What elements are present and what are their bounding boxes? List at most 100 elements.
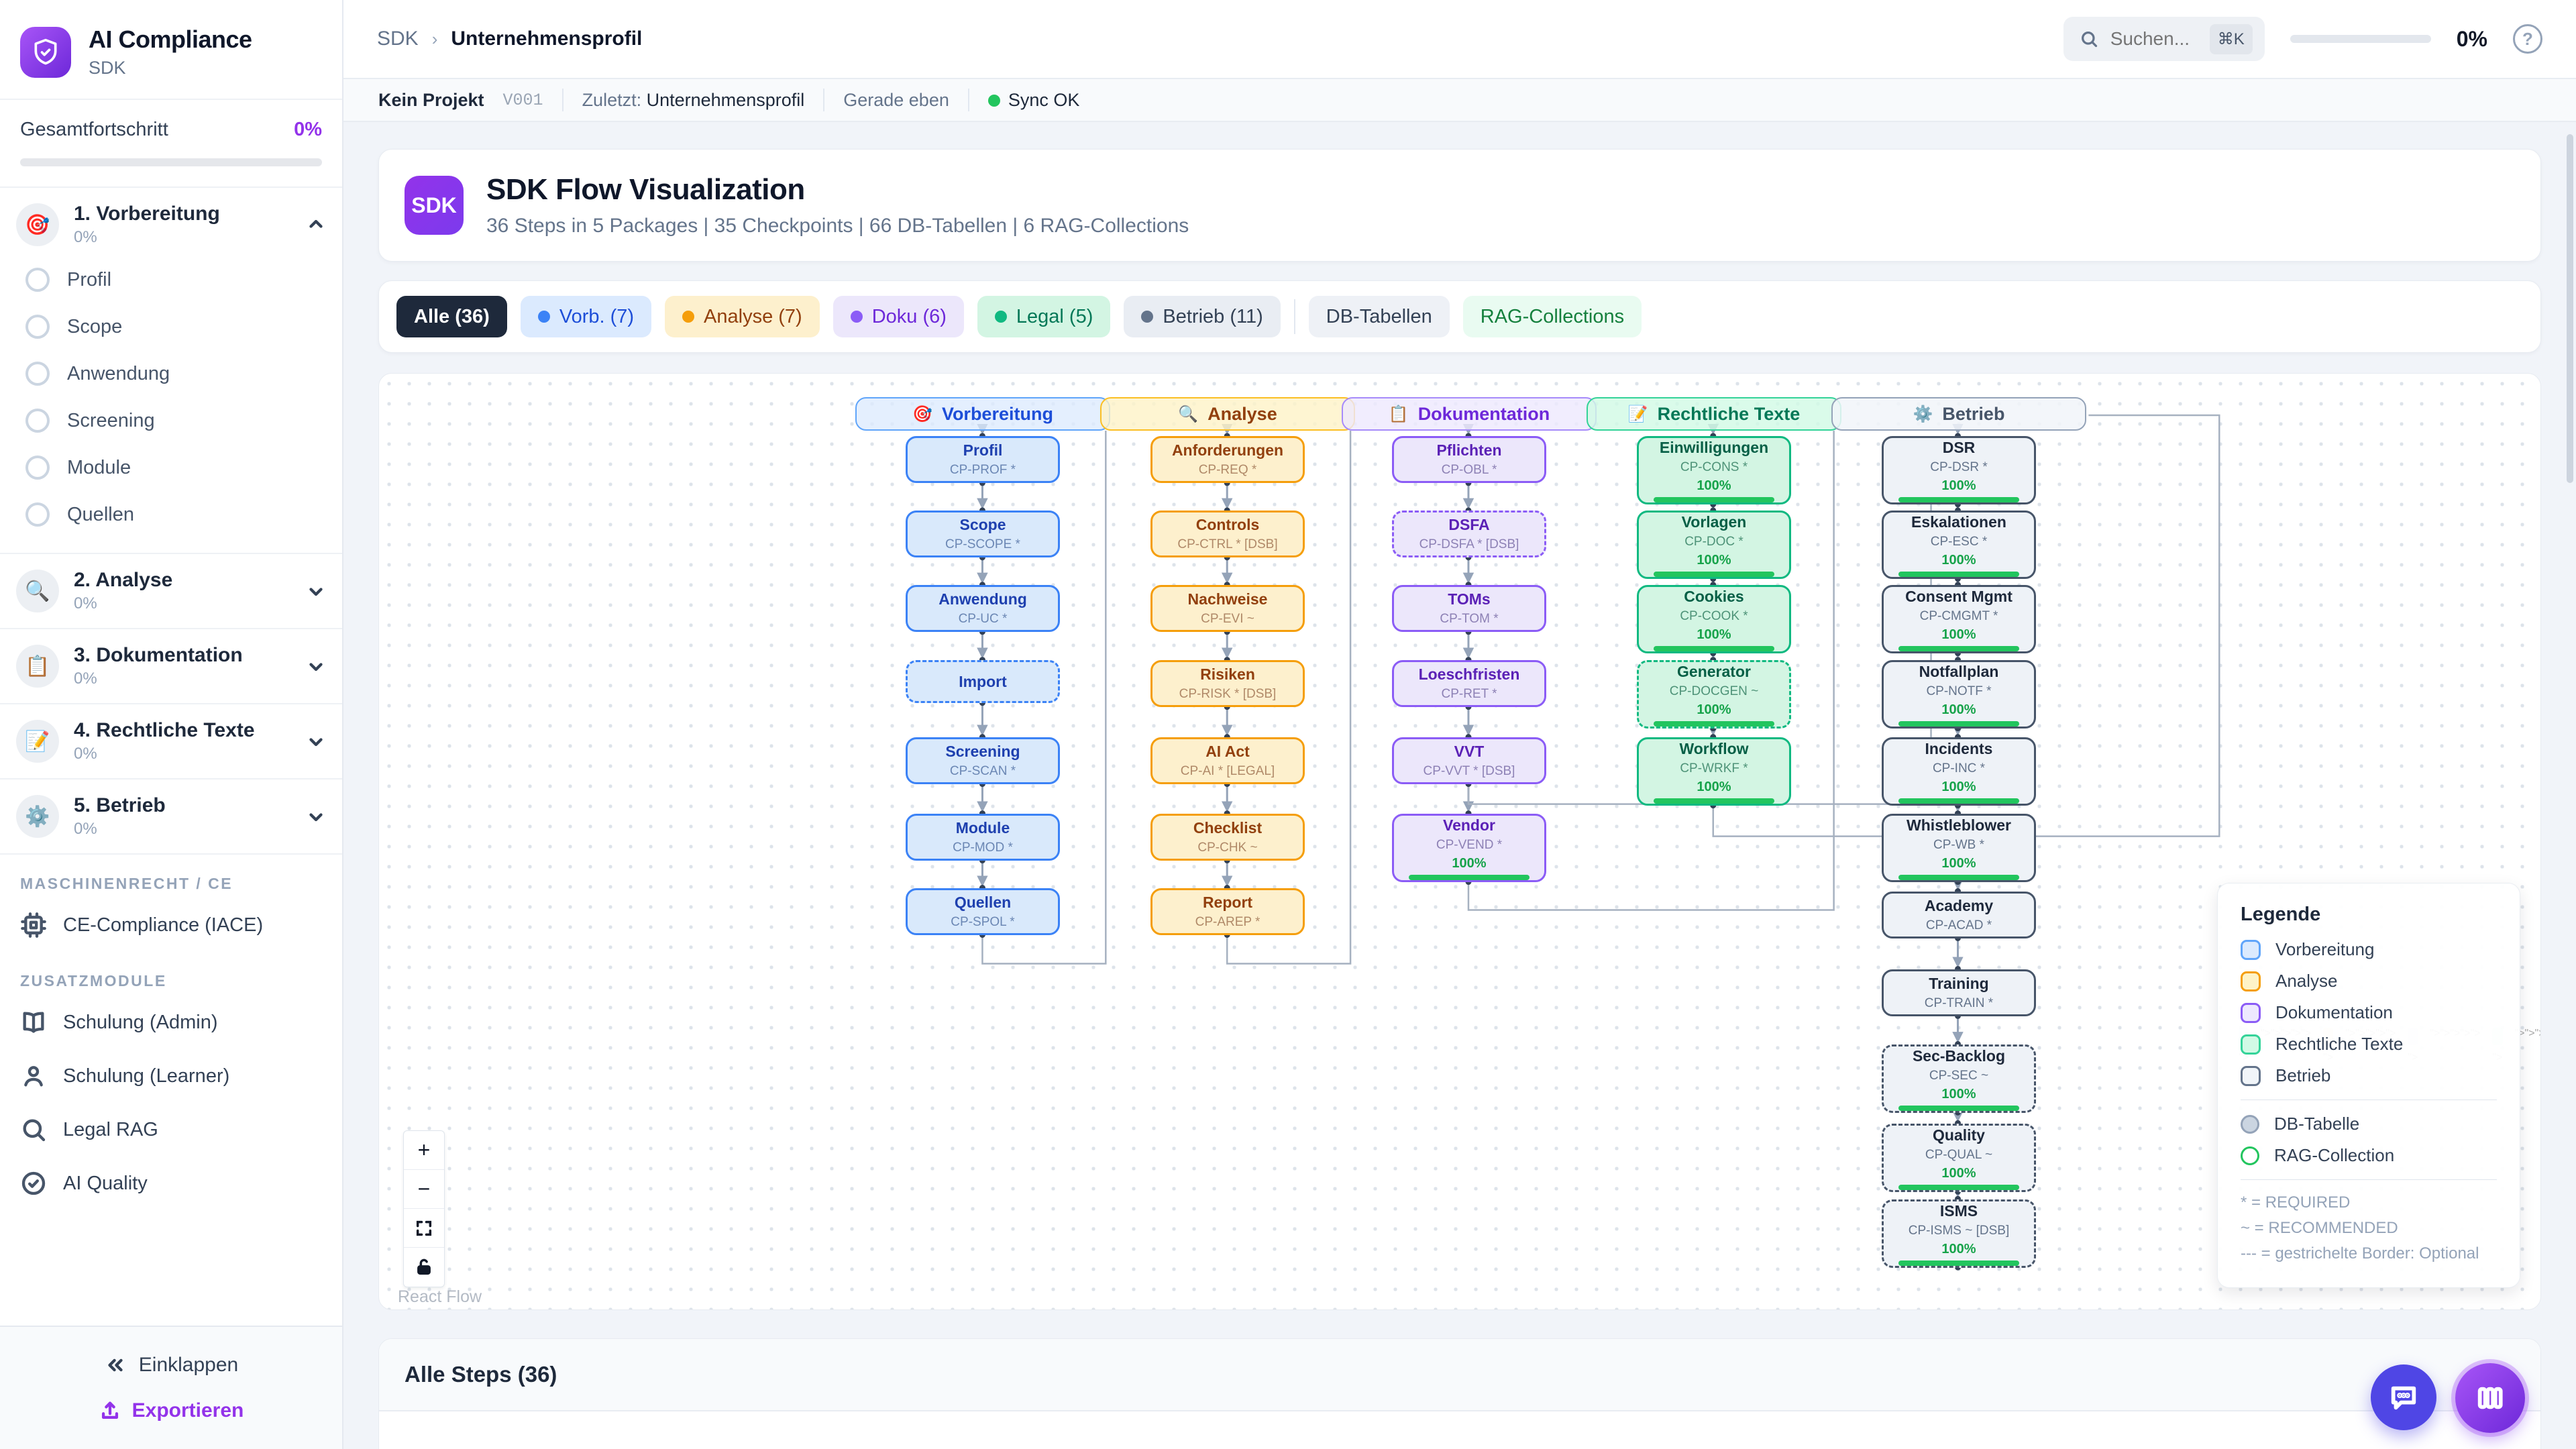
sidebar-item-schulung-learner-[interactable]: Schulung (Learner) [0,1049,342,1103]
reactflow-attribution[interactable]: React Flow [398,1287,482,1306]
chat-button[interactable] [2371,1364,2436,1430]
sidebar: AI Compliance SDK Gesamtfortschritt 0% 🎯… [0,0,343,1449]
package-header-vorbereitung[interactable]: 🎯Vorbereitung [855,397,1110,431]
section-toggle-1-vorbereitung[interactable]: 🎯 1. Vorbereitung 0% [16,203,326,247]
section-toggle-2-analyse[interactable]: 🔍 2. Analyse 0% [16,569,326,613]
filter-chip-alle-36-[interactable]: Alle (36) [396,296,507,337]
search-icon [2081,32,2097,48]
sidebar-item-ai-quality[interactable]: AI Quality [0,1157,342,1210]
sidebar-item-profil[interactable]: Profil [16,256,326,303]
lock-button[interactable] [404,1248,444,1287]
filter-chip-analyse-7-[interactable]: Analyse (7) [665,296,820,337]
package-header-rechtliche-texte[interactable]: 📝Rechtliche Texte [1587,397,1841,431]
shield-check-logo-icon [20,26,71,78]
sidebar-item-quellen[interactable]: Quellen [16,491,326,538]
legend-note: ~ = RECOMMENDED [2241,1219,2398,1237]
sidebar-item-label: Screening [67,409,155,431]
legend-panel: Legende Vorbereitung Analyse Dokumentati… [2217,883,2520,1288]
fit-view-button[interactable] [404,1209,444,1248]
collapse-sidebar-button[interactable]: Einklappen [0,1344,342,1386]
breadcrumb-root[interactable]: SDK [377,28,419,50]
divider [967,89,969,111]
section-toggle-5-betrieb[interactable]: ⚙️ 5. Betrieb 0% [16,794,326,839]
sidebar-item-screening[interactable]: Screening [16,397,326,444]
filter-chip-rag-collections[interactable]: RAG-Collections [1462,296,1642,337]
search-input[interactable] [2110,28,2198,50]
node-title: Incidents [1925,739,1993,757]
sdk-badge: SDK [405,176,464,235]
version-badge: V001 [502,90,543,110]
package-header-analyse[interactable]: 🔍Analyse [1100,397,1355,431]
columns-panel-button[interactable] [2455,1363,2525,1433]
sidebar-item-scope[interactable]: Scope [16,303,326,350]
sidebar-item-anwendung[interactable]: Anwendung [16,350,326,397]
package-header-betrieb[interactable]: ⚙️Betrieb [1831,397,2086,431]
sidebar-item-legal-rag[interactable]: Legal RAG [0,1103,342,1157]
filter-chip-db-tabellen[interactable]: DB-Tabellen [1308,296,1450,337]
node-title: Eskalationen [1911,513,2006,531]
filter-chip-betrieb-11-[interactable]: Betrieb (11) [1124,296,1281,337]
node-code: CP-ACAD * [1925,918,1992,932]
legend-swatch [2241,971,2261,991]
help-icon[interactable]: ? [2513,24,2542,54]
node-title: Workflow [1679,739,1749,757]
filter-chip-legal-5-[interactable]: Legal (5) [977,296,1111,337]
export-button[interactable]: Exportieren [0,1386,342,1426]
sidebar-item-schulung-admin-[interactable]: Schulung (Admin) [0,996,342,1049]
node-progress-value: 100% [1941,478,1976,493]
overall-progress-track [20,158,322,166]
search-input-wrapper[interactable]: ⌘K [2063,17,2265,61]
section-toggle-3-dokumentation[interactable]: 📋 3. Dokumentation 0% [16,644,326,688]
main-scrollbar[interactable] [2567,134,2573,483]
content-scroll-area[interactable]: SDK SDK Flow Visualization 36 Steps in 5… [343,122,2576,1449]
zoom-out-button[interactable]: − [404,1170,444,1209]
sidebar-item-module[interactable]: Module [16,444,326,491]
zoom-in-button[interactable]: + [404,1131,444,1170]
node-code: CP-DOC * [1684,534,1743,549]
sidebar-item-ce-compliance[interactable]: CE-Compliance (IACE) [0,898,342,952]
filter-chip-doku-6-[interactable]: Doku (6) [833,296,964,337]
node-code: CP-COOK * [1680,608,1748,623]
book-icon [23,1012,44,1033]
filter-chip-vorb-7-[interactable]: Vorb. (7) [520,296,652,337]
flow-node-import[interactable]: Import [906,660,1060,703]
section-toggle-4-rechtliche-texte[interactable]: 📝 4. Rechtliche Texte 0% [16,719,326,763]
package-header-dokumentation[interactable]: 📋Dokumentation [1342,397,1597,431]
